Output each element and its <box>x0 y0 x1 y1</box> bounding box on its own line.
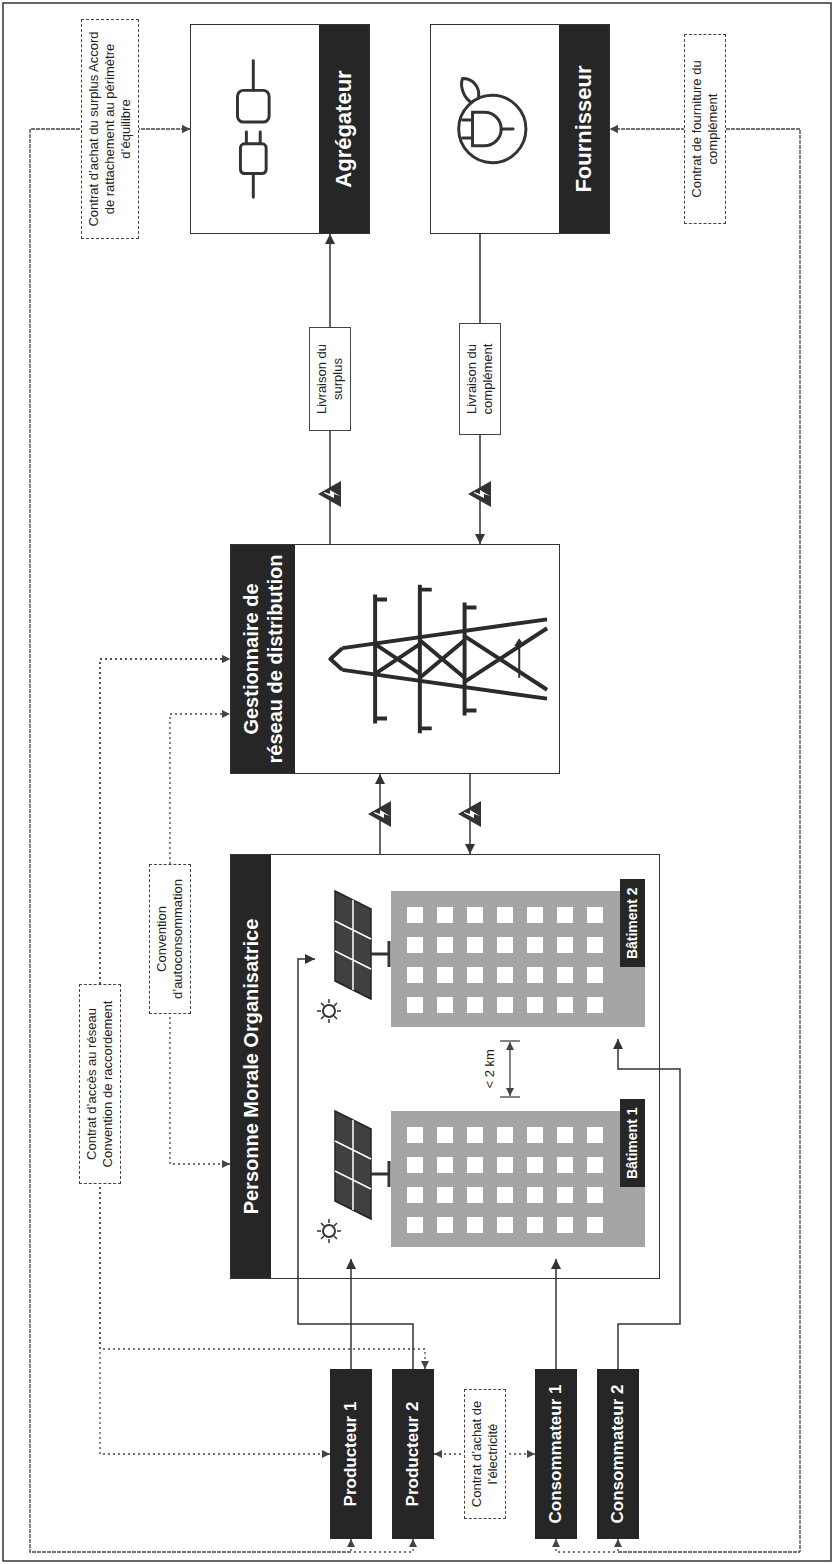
organiser-box: Personne Morale OrganisatriceBâtiment 1 B… <box>230 854 660 1279</box>
supplier-name: Fournisseur <box>559 25 609 233</box>
edge-label: Contrat d’achat du surplus Accord de rat… <box>86 26 135 232</box>
producer-box: Producteur 2 <box>392 1369 434 1539</box>
edge-label: Livraison du complément <box>464 330 497 428</box>
lightning-symbol <box>368 801 391 827</box>
lightning-symbol <box>468 481 491 507</box>
aggregator-box: Agrégateur <box>190 24 370 234</box>
edge-label: Contrat d’achat de l’électricité <box>469 1396 502 1512</box>
building: Bâtiment 1 <box>315 1100 645 1260</box>
contract-line <box>30 129 351 1552</box>
flow-line <box>350 1259 352 1369</box>
aggregator-name: Agrégateur <box>319 25 369 233</box>
edge-label: Convention d’autoconsommation <box>154 871 187 1007</box>
contract-line <box>100 659 330 1454</box>
contract-box: Contrat de fourniture du complément <box>684 34 727 224</box>
contract-box: Contrat d’accès au réseau Convention de … <box>79 984 122 1184</box>
consumer-box: Consommateur 1 <box>535 1369 577 1539</box>
building-label: Bâtiment 2 <box>620 880 645 968</box>
lightning-symbol <box>458 801 481 827</box>
flow-label-box: Livraison du surplus <box>309 327 352 431</box>
contract-line <box>610 129 800 1552</box>
supplier-box: Fournisseur <box>430 24 610 234</box>
distance-label: < 2 km <box>482 1047 498 1090</box>
consumer-name: Consommateur 1 <box>546 1379 566 1530</box>
frame-border <box>3 3 831 1561</box>
producer-box: Producteur 1 <box>330 1369 372 1539</box>
lightning-symbol <box>318 481 341 507</box>
edge-label: Livraison du surplus <box>314 334 347 424</box>
contract-line <box>30 129 413 1552</box>
flow-line <box>555 1259 557 1369</box>
grid-operator-box: Gestionnaire de réseau de distribution <box>230 544 560 774</box>
contract-box: Convention d’autoconsommation <box>149 864 192 1014</box>
consumer-name: Consommateur 2 <box>608 1379 628 1530</box>
producer-name: Producteur 2 <box>403 1396 423 1513</box>
building-label: Bâtiment 1 <box>620 1100 645 1188</box>
distance-dimension <box>500 1041 520 1097</box>
producer-name: Producteur 1 <box>341 1396 361 1513</box>
edge-label: Contrat de fourniture du complément <box>689 41 722 217</box>
edge-label: Contrat d’accès au réseau Convention de … <box>84 991 117 1177</box>
building: Bâtiment 2 <box>315 880 645 1040</box>
contract-box: Contrat d’achat de l’électricité <box>464 1389 507 1519</box>
consumer-box: Consommateur 2 <box>597 1369 639 1539</box>
building-illustration <box>315 880 645 1040</box>
grid-operator-title: Gestionnaire de réseau de distribution <box>231 545 295 773</box>
contract-box: Contrat d’achat du surplus Accord de rat… <box>81 19 140 239</box>
building-illustration <box>315 1100 645 1260</box>
organiser-title: Personne Morale Organisatrice <box>231 855 271 1278</box>
flow-label-box: Livraison du complément <box>459 323 502 435</box>
contract-line <box>556 129 800 1552</box>
